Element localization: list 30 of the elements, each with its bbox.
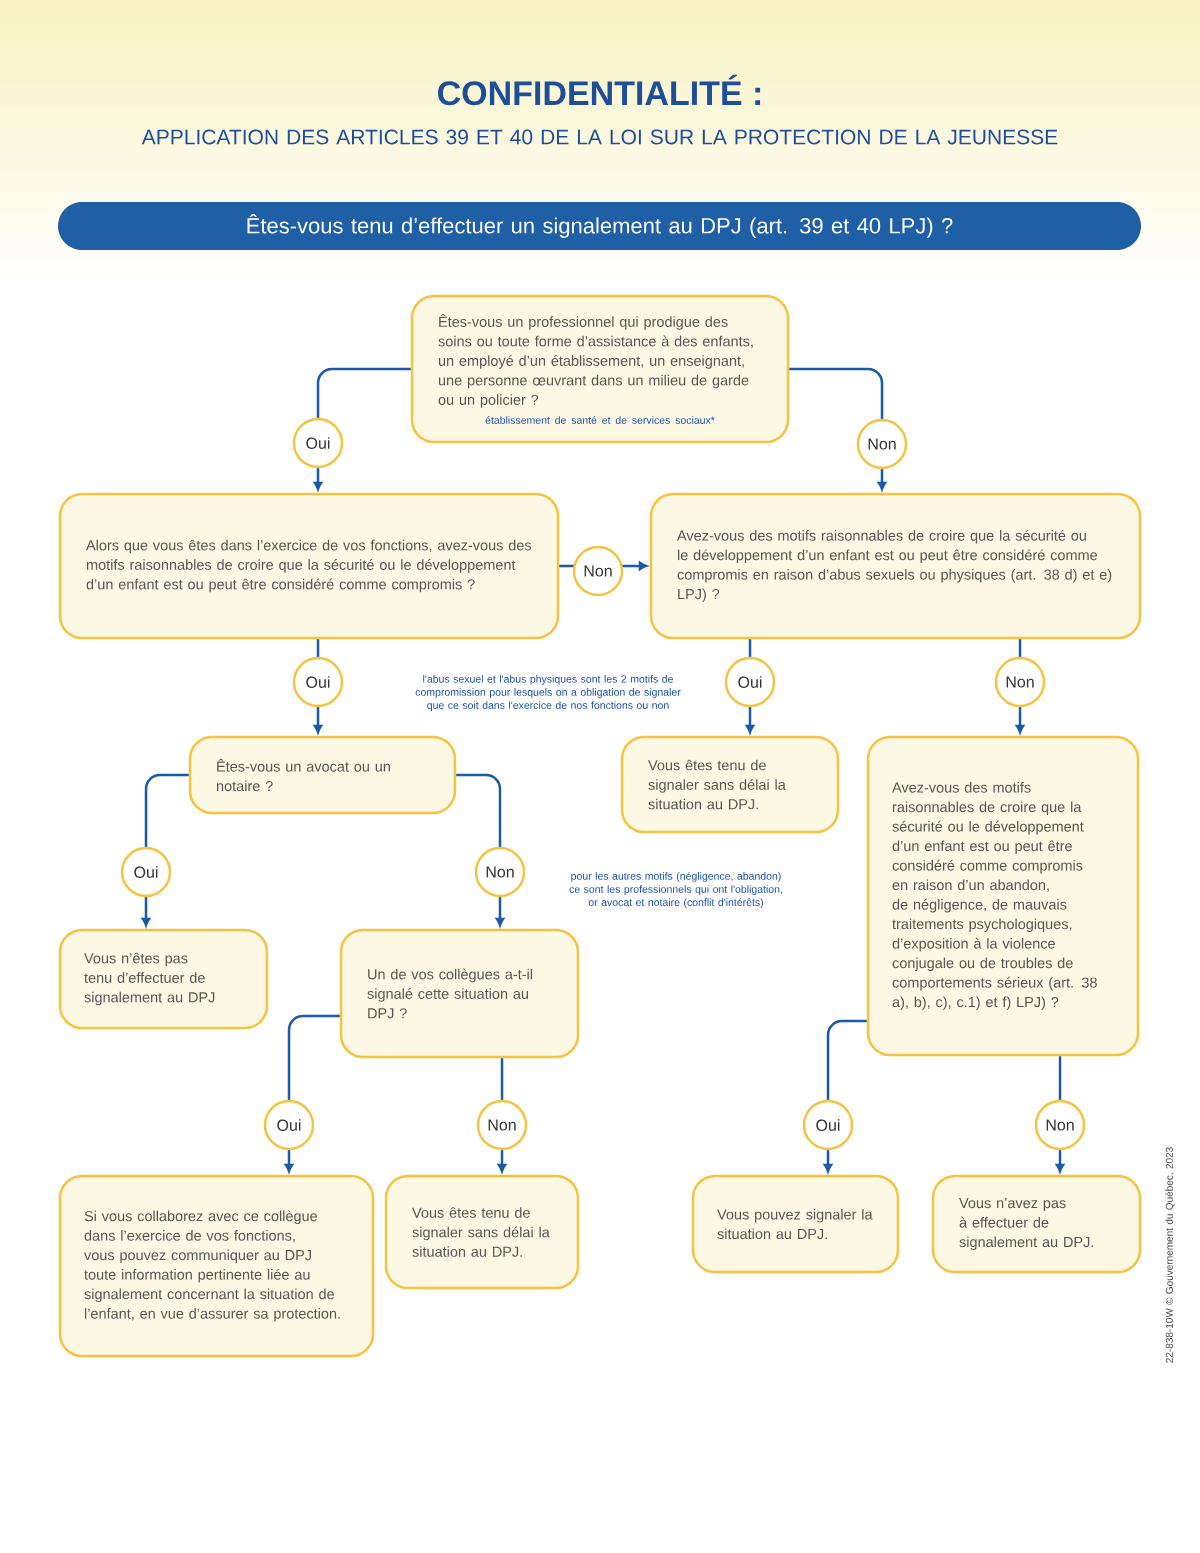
process-box: Si vous collaborez avec ce collègue dans l’exercice de vos fonctions, vous pouvez communiquer au DPJ toute information pertinente liée au signalement concernant la situation de l’enfant, en vue d’assurer sa protection. — [58, 1174, 375, 1358]
note: pour les autres motifs (négligence, abandon) ce sont les professionnels qui ont l'obligation, or avocat et notaire (conflit d'intérêts) — [569, 871, 782, 909]
process-box: Avez-vous des motifs raisonnables de croire que la sécurité ou le développement d’un enfant est ou peut être considéré comme compromis en raison d’abus sexuels ou physiques (art. 38 d) et e) LPJ) ? — [649, 492, 1142, 640]
edge-label: Oui — [292, 417, 344, 469]
edge-label: Oui — [724, 656, 776, 708]
question-banner: Êtes-vous tenu d’effectuer un signalement au DPJ (art. 39 et 40 LPJ) ? — [58, 202, 1141, 250]
edge-label: Oui — [120, 846, 172, 898]
edge-label: Non — [1034, 1099, 1086, 1151]
edge-label: Non — [476, 1099, 528, 1151]
title: CONFIDENTIALITÉ : — [438, 74, 761, 106]
process-box: Vous êtes tenu de signaler sans délai la situation au DPJ. — [384, 1174, 580, 1290]
copyright-line: 22-838-10W © Gouvernement du Québec, 2023 — [1165, 1147, 1175, 1363]
note: l'abus sexuel et l'abus physiques sont les 2 motifs de compromission pour lesquels on a obligation de signaler que ce soit dans l'exercice de nos fonctions ou non — [415, 675, 681, 712]
process-box: Êtes-vous un professionnel qui prodigue des soins ou toute forme d’assistance à des enfants, un employé d’un établissement, un enseignant, une personne œuvrant dans un milieu de garde ou un policier ? établissement de santé et de services sociaux* — [410, 294, 790, 444]
edge-label: Oui — [263, 1099, 315, 1151]
edge-label: Non — [856, 418, 908, 470]
process-box: Avez-vous des motifs raisonnables de croire que la sécurité ou le développement d’un enfant est ou peut être considéré comme compromis en raison d’un abandon, de négligence, de mauvais traitements psychologiques, d’exposition à la violence conjugale ou de troubles de comportements sérieux (art. 38 a), b), c), c.1) et f) LPJ) ? — [866, 735, 1140, 1057]
process-box: Vous n’avez pas à effectuer de signalement au DPJ. — [931, 1174, 1142, 1274]
process-box: Vous êtes tenu de signaler sans délai la situation au DPJ. — [620, 735, 840, 834]
edge-label: Oui — [292, 656, 344, 708]
process-box: Alors que vous êtes dans l’exercice de vos fonctions, avez-vous des motifs raisonnables de croire que la sécurité ou le développement d’un enfant est ou peut être considéré comme compromis ? — [58, 492, 560, 640]
edge-label: Non — [474, 846, 526, 898]
edge-label: Oui — [802, 1099, 854, 1151]
process-box: Un de vos collègues a-t-il signalé cette situation au DPJ ? — [339, 928, 580, 1059]
edge-label: Non — [994, 656, 1046, 708]
edge-label: Non — [572, 545, 624, 597]
process-box: Vous pouvez signaler la situation au DPJ. — [691, 1174, 900, 1274]
process-box: Vous n’êtes pas tenu d’effectuer de signalement au DPJ — [58, 928, 269, 1030]
subtitle: APPLICATION DES ARTICLES 39 ET 40 DE LA LOI SUR LA PROTECTION DE LA JEUNESSE — [141, 129, 1058, 145]
process-box: Êtes-vous un avocat ou un notaire ? — [188, 735, 457, 815]
